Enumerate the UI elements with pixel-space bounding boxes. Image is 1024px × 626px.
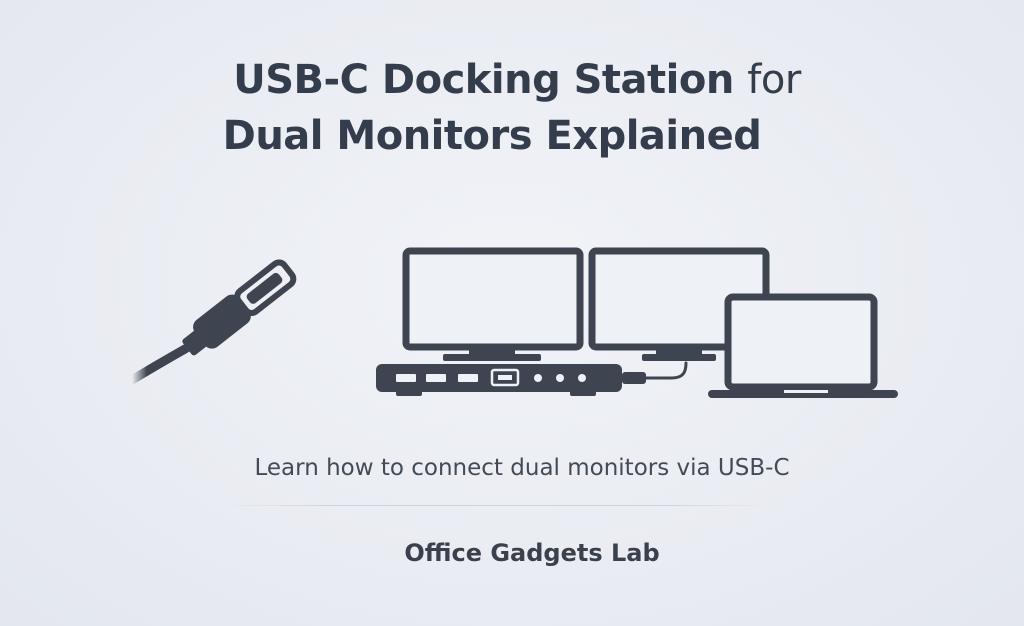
title-line-1: USB-C Docking Station for <box>0 52 1024 108</box>
title-light-text: for <box>747 57 801 103</box>
divider <box>222 505 774 506</box>
usb-c-cable-icon <box>127 259 297 385</box>
dual-monitor-setup-illustration <box>127 247 898 398</box>
title-bold-text: USB-C Docking Station <box>233 57 734 103</box>
page-title: USB-C Docking Station for Dual Monitors … <box>0 52 1024 164</box>
laptop-icon <box>708 293 898 398</box>
docking-station-icon <box>376 361 688 396</box>
brand-name: Office Gadgets Lab <box>404 539 660 567</box>
subtitle-text: Learn how to connect dual monitors via U… <box>254 455 790 481</box>
monitor-icon <box>588 247 770 361</box>
title-line-2: Dual Monitors Explained <box>222 113 762 159</box>
monitor-icon <box>402 247 584 361</box>
